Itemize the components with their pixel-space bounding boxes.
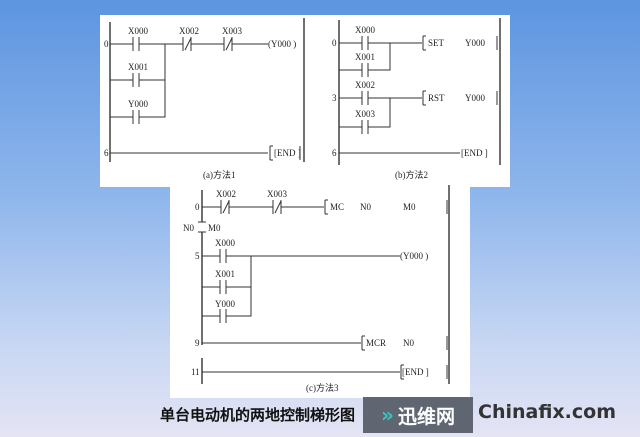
rung-number: 6 [104,148,109,158]
contact-label: X002 [179,26,199,36]
rung-number: 11 [191,367,200,377]
contact-label: X002 [355,80,375,90]
diagram-b: 0 3 6 X000 X001 X002 X003 SET Y000 RST Y… [332,18,501,180]
coil-label: (Y000 ) [400,251,428,261]
set-instruction: SET [428,38,445,48]
rst-instruction: RST [428,93,445,103]
rung-number: 9 [195,338,200,348]
rung-number: 0 [195,202,200,212]
contact-label: X000 [355,25,375,35]
contact-label: X003 [222,26,242,36]
watermark-logo: » 迅维网 [363,397,473,433]
contact-label: X002 [216,189,236,199]
panel-top [100,15,510,187]
contact-label: X001 [215,269,235,279]
contact-label: X000 [128,26,148,36]
mc-nest: N0 [360,202,371,212]
bus-relay: M0 [208,223,221,233]
contact-label: Y000 [215,299,235,309]
bus-nest: N0 [183,223,194,233]
diagram-a: 0 6 X000 X001 Y000 X002 X003 (Y000 ) [EN… [104,18,305,180]
rung-number: 5 [195,251,200,261]
end-instruction: [END ] [461,148,488,158]
rung-number: 0 [104,39,109,49]
contact-label: X003 [355,109,375,119]
contact-label: X001 [128,62,148,72]
set-target: Y000 [465,38,485,48]
end-instruction: [END ] [274,148,301,158]
caption-c: (c)方法3 [306,382,339,393]
contact-label: Y000 [128,99,148,109]
contact-label: X000 [215,238,235,248]
figure-caption: 单台电动机的两地控制梯形图 [160,406,356,424]
caption-a: (a)方法1 [203,169,236,180]
mcr-instruction: MCR [366,338,386,348]
logo-arrow-icon: » [381,403,394,427]
coil-label: (Y000 ) [268,39,296,49]
end-instruction: [END ] [402,367,429,377]
diagram-c: 0 5 9 11 X002 X003 MC N0 M0 N0 M0 X000 X… [183,185,450,393]
mc-instruction: MC [330,202,344,212]
contact-label: X001 [355,52,375,62]
watermark-en: Chinafix.com [478,401,617,423]
rst-target: Y000 [465,93,485,103]
contact-label: X003 [267,189,287,199]
mc-relay: M0 [403,202,416,212]
caption-b: (b)方法2 [395,169,428,180]
rung-number: 3 [332,93,337,103]
mcr-nest: N0 [403,338,414,348]
watermark-cn: 迅维网 [397,405,455,428]
rung-number: 6 [332,148,337,158]
rung-number: 0 [332,38,337,48]
